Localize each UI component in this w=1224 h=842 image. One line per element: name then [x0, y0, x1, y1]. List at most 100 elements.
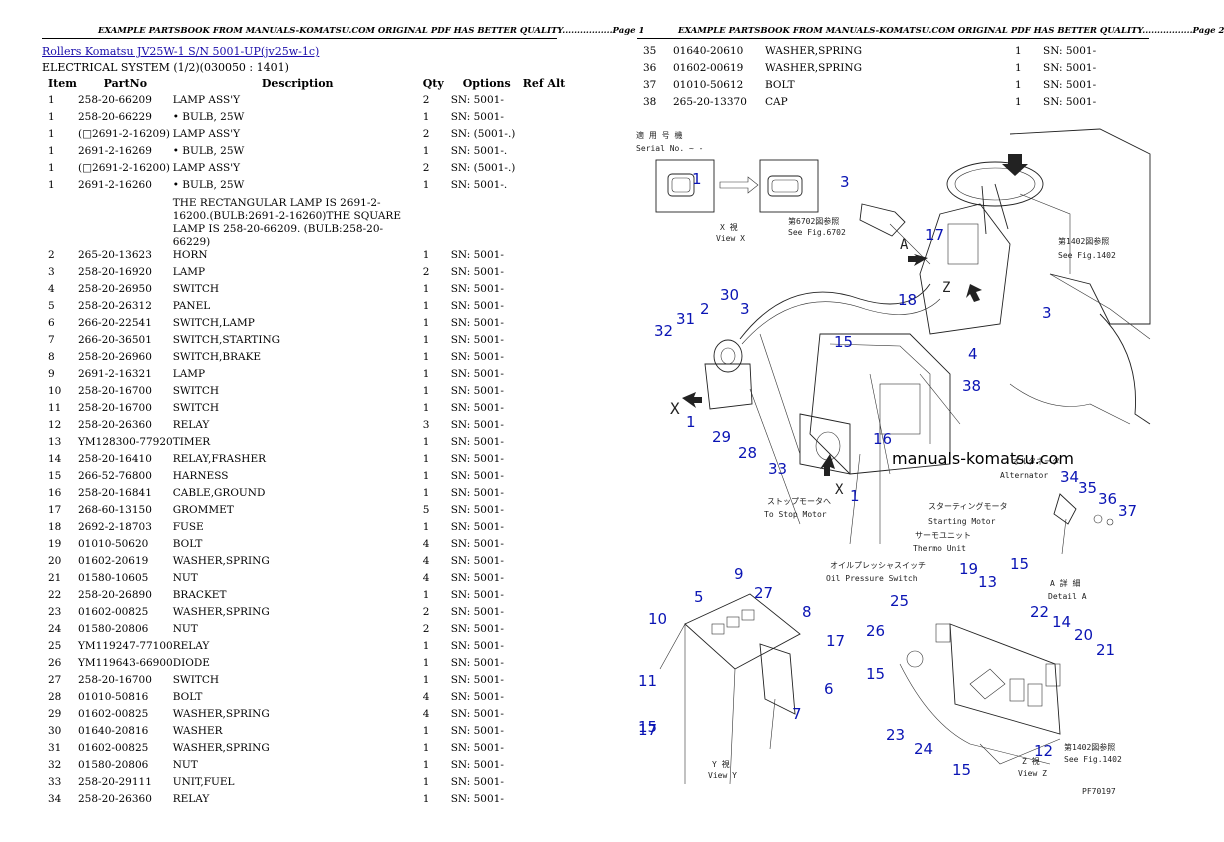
cell-options: SN: 5001-	[1043, 62, 1097, 74]
cell-item: 24	[48, 623, 62, 635]
cell-partno: 258-20-16920	[78, 266, 152, 278]
cell-partno: 266-52-76800	[78, 470, 152, 482]
cell-qty: 2	[422, 623, 430, 635]
serial-label: Serial No. ~ -	[636, 144, 703, 153]
cell-qty: 1	[422, 283, 430, 295]
watermark: manuals-komatsu.com	[892, 449, 1074, 468]
col-description: Description	[261, 77, 334, 90]
cell-options: SN: 5001-	[450, 606, 504, 618]
callout-number: 37	[1118, 502, 1137, 520]
cell-description: BOLT	[172, 538, 203, 550]
cell-ref-alt	[523, 179, 566, 196]
cell-options: SN: 5001-	[450, 470, 504, 482]
cell-ref-alt	[523, 334, 566, 351]
cell-partno: 01602-00825	[78, 708, 149, 720]
cell-qty: 1	[422, 776, 430, 788]
cell-qty: 2	[422, 606, 430, 618]
cell-qty: 4	[422, 708, 430, 720]
cell-description: RELAY,FRASHER	[172, 453, 267, 465]
cell-description: WASHER,SPRING	[765, 62, 862, 74]
cell-item: 32	[48, 759, 62, 771]
callout-number: 1	[692, 170, 702, 188]
cell-ref-alt	[523, 266, 566, 283]
table-header-row: Item PartNo Description Qty Options Ref …	[42, 77, 565, 94]
see-1402: See Fig.1402	[1058, 251, 1116, 260]
cell-qty: 1	[422, 589, 430, 601]
cell-ref-alt	[523, 504, 566, 521]
callout-number: 23	[886, 726, 905, 744]
cell-partno: 01602-00825	[78, 606, 149, 618]
cell-qty: 4	[422, 538, 430, 550]
cell-qty: 1	[422, 351, 430, 363]
see-6702-jp: 第6702図参照	[788, 216, 839, 226]
callout-number: 10	[648, 610, 667, 628]
cell-qty: 2	[422, 266, 430, 278]
callout-number: 8	[802, 603, 812, 621]
cell-item: 22	[48, 589, 62, 601]
callout-number: 16	[873, 430, 892, 448]
stop-motor: To Stop Motor	[764, 510, 827, 519]
arrow-a-icon	[908, 254, 928, 266]
callout-number: 13	[978, 573, 997, 591]
arrow-y-icon	[820, 454, 835, 476]
callout-number: 17	[638, 721, 657, 739]
callout-number: 28	[738, 444, 757, 462]
cell-item: 1	[48, 179, 55, 191]
cell-ref-alt	[523, 145, 566, 162]
cell-qty: 1	[422, 317, 430, 329]
cell-description: LAMP	[172, 368, 206, 380]
callout-number: 15	[1010, 555, 1029, 573]
cell-options: SN: 5001-	[450, 623, 504, 635]
cell-qty: 5	[422, 504, 430, 516]
callout-number: 17	[925, 226, 944, 244]
figure-code: PF70197	[1082, 787, 1116, 796]
cell-description: WASHER,SPRING	[172, 606, 270, 618]
see-1402-jp: 第1402図参照	[1058, 236, 1109, 246]
page-2: EXAMPLE PARTSBOOK FROM MANUALS-KOMATSU.C…	[595, 0, 1224, 842]
cell-qty: 1	[422, 385, 430, 397]
cell-partno: 01580-20806	[78, 759, 149, 771]
cell-options: SN: 5001-	[450, 94, 504, 106]
cell-qty: 3	[422, 419, 430, 431]
callout-number: 26	[866, 622, 885, 640]
serial-label-jp: 適 用 号 機	[636, 130, 682, 140]
cell-options: SN: 5001-	[450, 300, 504, 312]
cell-qty: 1	[422, 334, 430, 346]
arrow-right-icon	[719, 176, 759, 194]
cell-ref-alt	[523, 317, 566, 334]
callout-number: 3	[840, 173, 850, 191]
cell-item: 38	[643, 96, 657, 108]
cell-ref-alt	[523, 657, 566, 674]
cell-description: HARNESS	[172, 470, 229, 482]
cell-item: 5	[48, 300, 55, 312]
cell-partno: 258-20-29111	[78, 776, 152, 788]
cell-options: SN: 5001-	[450, 674, 504, 686]
callout-number: 19	[959, 560, 978, 578]
letter-x-2: X	[835, 482, 844, 498]
cell-description: SWITCH	[172, 385, 220, 397]
see-1402-bottom: See Fig.1402	[1064, 755, 1122, 764]
cell-qty: 4	[422, 555, 430, 567]
cell-partno: 2691-2-16260	[78, 179, 152, 191]
header-rule	[42, 38, 557, 39]
model-link[interactable]: Rollers Komatsu JV25W-1 S/N 5001-UP(jv25…	[42, 45, 320, 58]
cell-description: NUT	[172, 759, 198, 771]
cell-description: HORN	[172, 249, 208, 261]
cell-ref-alt	[523, 283, 566, 300]
cell-options: SN: 5001-	[1043, 45, 1097, 57]
callout-number: 31	[676, 310, 695, 328]
cell-partno: 01580-10605	[78, 572, 149, 584]
cell-options: SN: 5001-	[1043, 79, 1097, 91]
cell-item: 1	[48, 162, 55, 174]
col-qty: Qty	[422, 77, 444, 90]
cell-description: WASHER,SPRING	[172, 742, 270, 754]
see-1402-bottom-jp: 第1402図参照	[1064, 742, 1115, 752]
cell-options: SN: 5001-	[450, 640, 504, 652]
